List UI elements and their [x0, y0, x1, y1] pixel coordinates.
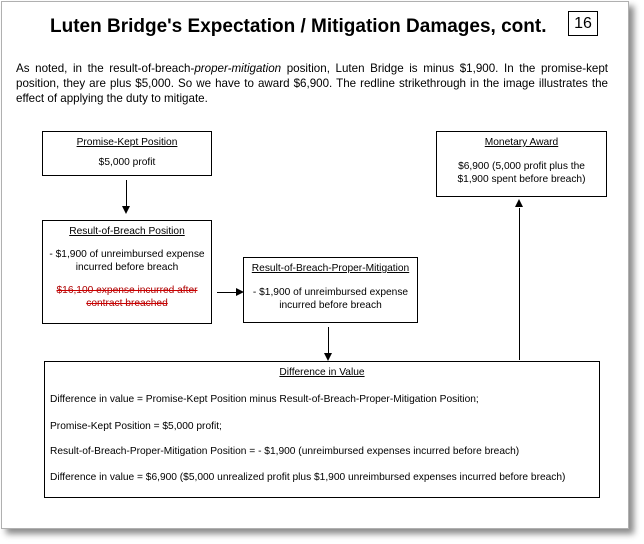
arrow-breach-to-mitigation-head — [236, 288, 244, 296]
monetary-award-title: Monetary Award — [484, 137, 559, 148]
difference-line-4: Difference in value = $6,900 ($5,000 unr… — [50, 472, 566, 483]
result-of-breach-title: Result-of-Breach Position — [69, 226, 185, 237]
arrow-difference-to-award-head — [515, 199, 523, 207]
intro-emphasis: proper-mitigation — [194, 62, 282, 75]
slide: Luten Bridge's Expectation / Mitigation … — [1, 1, 629, 529]
intro-text-part2: position, Luten Bridge is minus $1,900. … — [16, 62, 608, 105]
slide-title: Luten Bridge's Expectation / Mitigation … — [50, 16, 547, 37]
intro-text-part1: As noted, in the result-of-breach- — [16, 62, 195, 75]
page-number: 16 — [568, 11, 598, 36]
difference-title: Difference in Value — [279, 367, 365, 378]
difference-line-1: Difference in value = Promise-Kept Posit… — [50, 394, 479, 405]
proper-mitigation-box: Result-of-Breach-Proper-Mitigation - $1,… — [243, 257, 418, 323]
difference-line-3: Result-of-Breach-Proper-Mitigation Posit… — [50, 446, 520, 457]
monetary-award-text: $6,900 (5,000 profit plus the $1,900 spe… — [457, 161, 586, 185]
arrow-promise-to-breach — [126, 180, 127, 206]
intro-paragraph: As noted, in the result-of-breach-proper… — [16, 61, 608, 106]
promise-kept-title: Promise-Kept Position — [76, 137, 178, 148]
proper-mitigation-text: - $1,900 of unreimbursed expense incurre… — [252, 287, 409, 311]
promise-kept-text: $5,000 profit — [98, 157, 156, 168]
difference-line-2: Promise-Kept Position = $5,000 profit; — [50, 421, 222, 432]
result-of-breach-text: - $1,900 of unreimbursed expense incurre… — [49, 249, 205, 273]
result-of-breach-struck-text: $16,100 expense incurred after contract … — [56, 285, 198, 309]
arrow-breach-to-mitigation — [217, 292, 236, 293]
arrow-difference-to-award — [519, 208, 520, 360]
monetary-award-box: Monetary Award $6,900 (5,000 profit plus… — [436, 131, 607, 197]
proper-mitigation-title: Result-of-Breach-Proper-Mitigation — [251, 263, 410, 274]
result-of-breach-box: Result-of-Breach Position - $1,900 of un… — [42, 220, 212, 324]
promise-kept-box: Promise-Kept Position $5,000 profit — [42, 131, 212, 176]
arrow-promise-to-breach-head — [122, 206, 130, 214]
arrow-mitigation-to-difference — [328, 327, 329, 353]
arrow-mitigation-to-difference-head — [324, 353, 332, 361]
difference-in-value-box: Difference in Value Difference in value … — [44, 361, 600, 498]
